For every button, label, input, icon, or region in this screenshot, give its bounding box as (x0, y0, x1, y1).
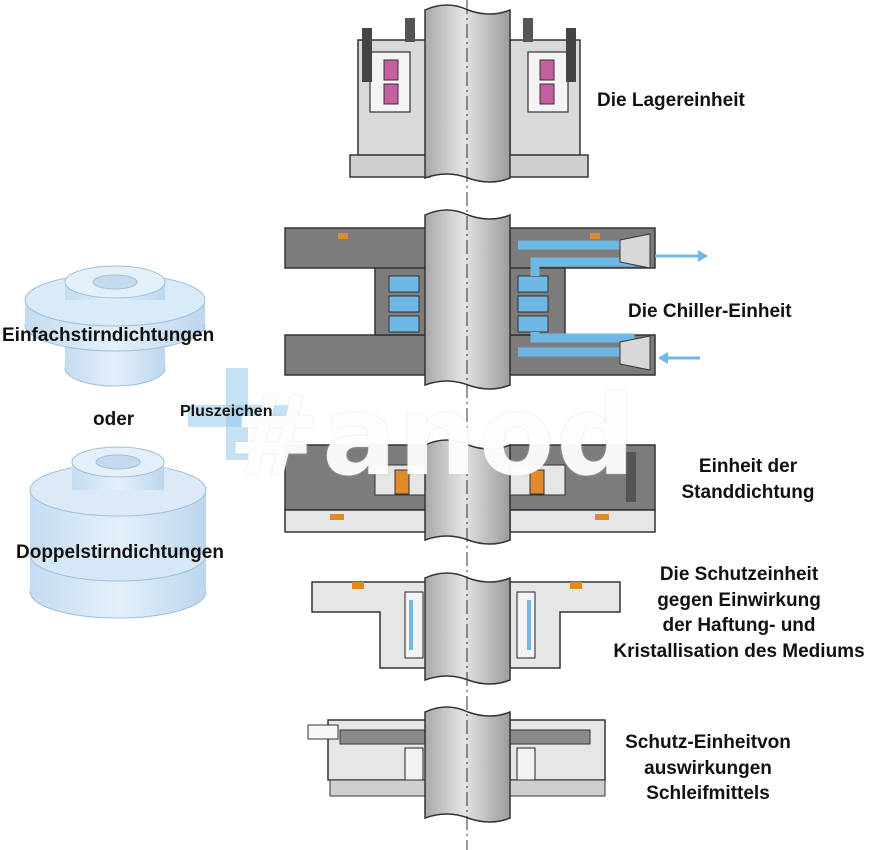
label-bearing-unit: Die Lagereinheit (597, 90, 745, 111)
label-standstill-seal: Einheit der Standdichtung (668, 454, 828, 505)
label-crystallization-protection: Die Schutzeinheit gegen Einwirkung der H… (598, 562, 880, 665)
standstill-seal-unit (284, 444, 656, 533)
label-standstill-line1: Einheit der (698, 456, 798, 477)
label-double-seal: Doppelstirndichtungen (16, 542, 224, 563)
crystallization-protection-unit (311, 581, 621, 669)
label-standstill-line2: Standdichtung (681, 481, 815, 503)
plus-sign-horizontal (188, 405, 298, 427)
label-or: oder (93, 409, 135, 430)
bearing-unit (349, 18, 589, 178)
label-single-seal: Einfachstirndichtungen (2, 325, 215, 346)
label-crystallization-line1: Die Schutzeinheit (659, 564, 819, 585)
label-plus-sign: Pluszeichen (180, 403, 273, 420)
single-seal-ring (24, 265, 206, 387)
label-abrasive-line1: Schutz-Einheitvon (625, 732, 791, 753)
label-crystallization-line2: gegen Einwirkung (657, 589, 821, 611)
watermark: #anod (228, 372, 638, 500)
label-abrasive-protection: Schutz-Einheitvon auswirkungen Schleifmi… (608, 730, 808, 807)
shaft (424, 0, 511, 850)
label-chiller-unit: Die Chiller-Einheit (628, 301, 792, 322)
label-abrasive-line2: auswirkungen (644, 757, 772, 779)
label-crystallization-line3: der Haftung- und (662, 615, 816, 637)
chiller-unit (284, 227, 708, 376)
label-abrasive-line3: Schleifmittels (646, 783, 770, 805)
double-seal-ring (29, 446, 207, 619)
label-crystallization-line4: Kristallisation des Mediums (613, 640, 865, 662)
